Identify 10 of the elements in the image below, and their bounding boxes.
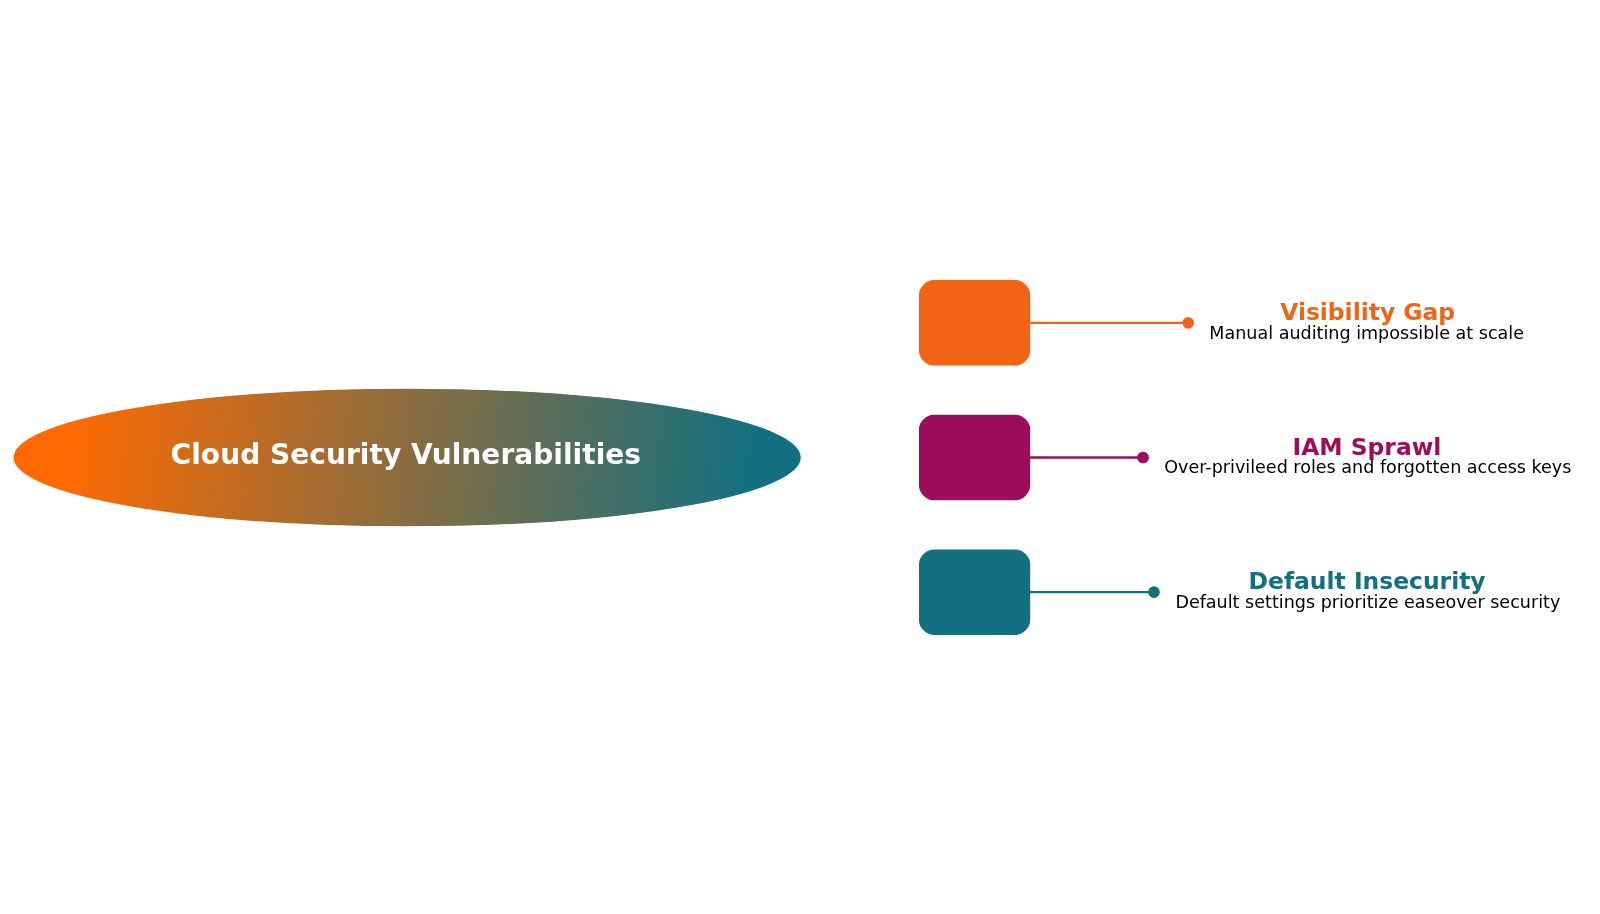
- node-box: [918, 548, 1031, 635]
- node-ellipse: Cloud Security Vulnerabilities: [12, 387, 802, 527]
- connector: [1029, 316, 1194, 329]
- node-text: Visibility Gap Manual auditing impossible at scale: [1209, 297, 1524, 343]
- node-box: [918, 279, 1031, 366]
- node-text: IAM Sprawl Over-privileed roles and forgotten access keys: [1164, 432, 1572, 477]
- connector: [1029, 585, 1160, 598]
- connector: [1029, 451, 1149, 463]
- node-box: [918, 414, 1031, 500]
- node-text: Default Insecurity Default settings prioritize easeover security: [1175, 566, 1561, 612]
